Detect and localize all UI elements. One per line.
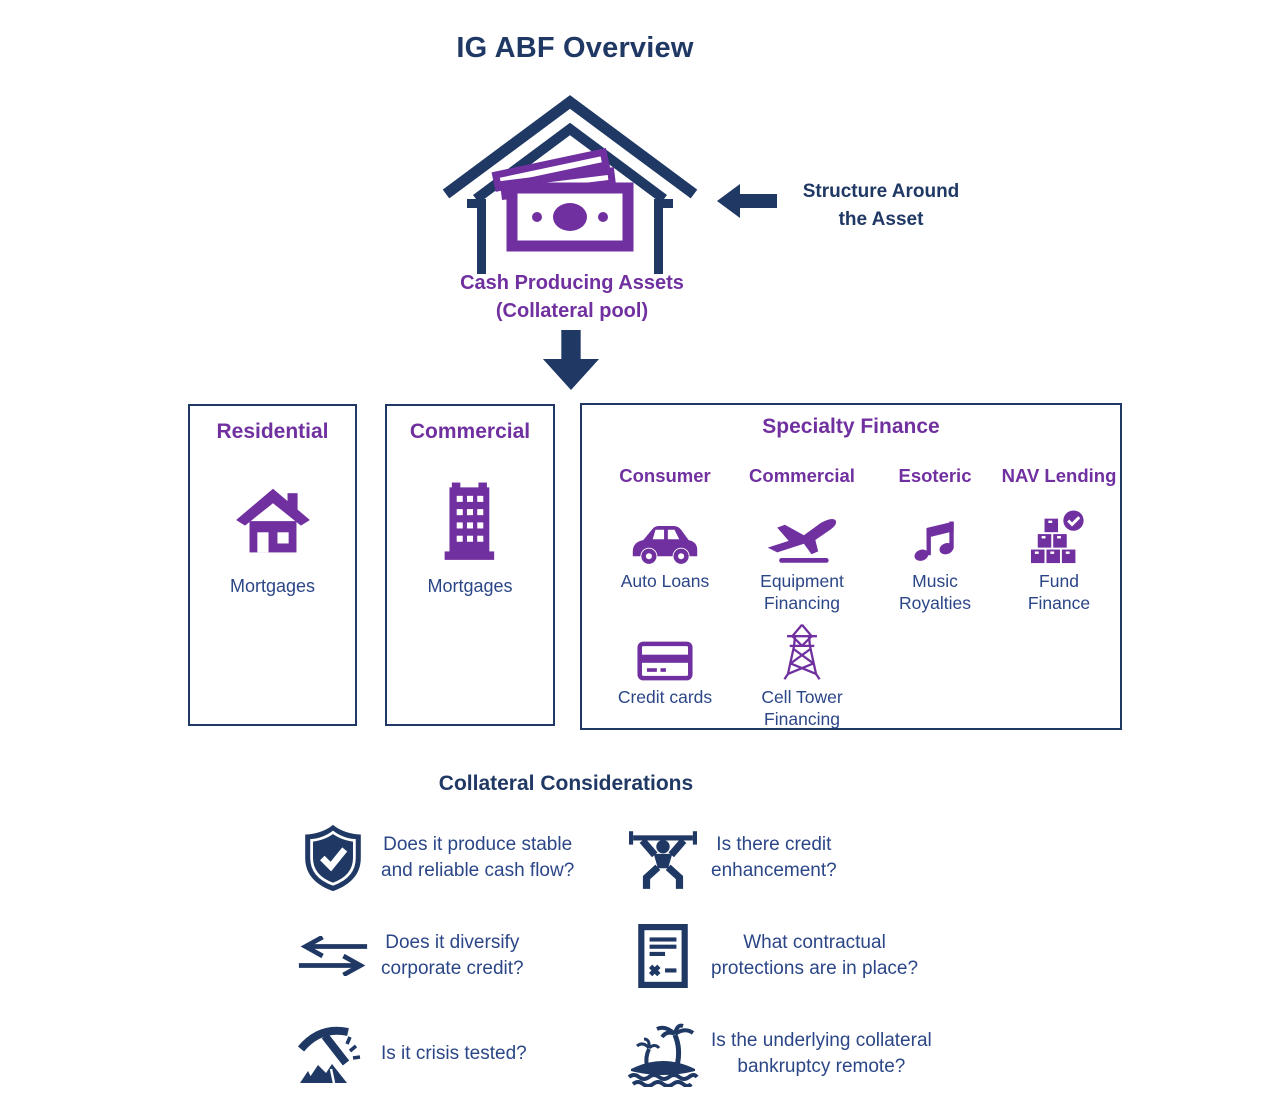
- residential-box: Residential Mortgages: [188, 404, 357, 726]
- specialty-cell-tower: Cell Tower Financing: [728, 623, 876, 731]
- credit-card-icon: [637, 623, 693, 681]
- commercial-box: Commercial Mortgages: [385, 404, 555, 726]
- contract-icon: [623, 924, 703, 988]
- consideration-contractual: What contractual protections are in plac…: [623, 916, 1003, 996]
- shield-check-icon: [293, 823, 373, 893]
- transmission-tower-icon: [780, 623, 824, 681]
- hero-caption-line2: (Collateral pool): [495, 300, 649, 323]
- residential-item-label: Mortgages: [229, 576, 316, 596]
- page-title: IG ABF Overview: [456, 32, 694, 64]
- consideration-crisis-tested: Is it crisis tested?: [293, 1014, 623, 1094]
- hero-caption: Cash Producing Assets (Collateral pool): [392, 269, 752, 326]
- car-icon: [629, 501, 701, 565]
- fund-boxes-check-icon: [1031, 501, 1087, 565]
- desert-island-icon: [623, 1021, 703, 1087]
- specialty-col-commercial: Commercial Equipment Financing: [749, 465, 855, 613]
- specialty-title: Specialty Finance: [762, 415, 940, 438]
- specialty-finance-box: Specialty Finance Consumer Auto Loans Co…: [580, 403, 1122, 730]
- structure-annotation: Structure Around the Asset: [802, 181, 960, 230]
- commercial-item-label: Mortgages: [427, 576, 513, 596]
- music-notes-icon: [910, 501, 960, 565]
- diverging-arrows-icon: [293, 936, 373, 976]
- house-icon: [235, 470, 311, 570]
- consideration-diversify: Does it diversify corporate credit?: [293, 916, 623, 996]
- consideration-credit-enhancement: Is there credit enhancement?: [623, 818, 1003, 898]
- specialty-col-nav-lending: NAV Lending: [1001, 465, 1117, 613]
- airplane-takeoff-icon: [762, 501, 842, 565]
- left-block-arrow-icon: [717, 184, 777, 218]
- considerations-grid: Does it produce stable and reliable cash…: [293, 818, 1013, 1094]
- residential-title: Residential: [216, 420, 329, 443]
- considerations-title: Collateral Considerations: [438, 772, 694, 795]
- house-cash-icon: [438, 92, 702, 274]
- specialty-credit-cards: Credit cards: [602, 623, 728, 731]
- hero-caption-line1: Cash Producing Assets: [460, 272, 684, 294]
- office-building-icon: [441, 470, 499, 570]
- weightlifter-icon: [623, 826, 703, 890]
- down-block-arrow-icon: [541, 330, 601, 390]
- pickaxe-icon: [293, 1023, 373, 1085]
- specialty-col-consumer: Consumer Auto Loans: [619, 465, 711, 591]
- specialty-col-esoteric: Esoteric Music Royalties: [898, 465, 972, 613]
- consideration-bankruptcy-remote: Is the underlying collateral bankruptcy …: [623, 1014, 1003, 1094]
- commercial-title: Commercial: [409, 420, 531, 443]
- consideration-cash-flow: Does it produce stable and reliable cash…: [293, 818, 623, 898]
